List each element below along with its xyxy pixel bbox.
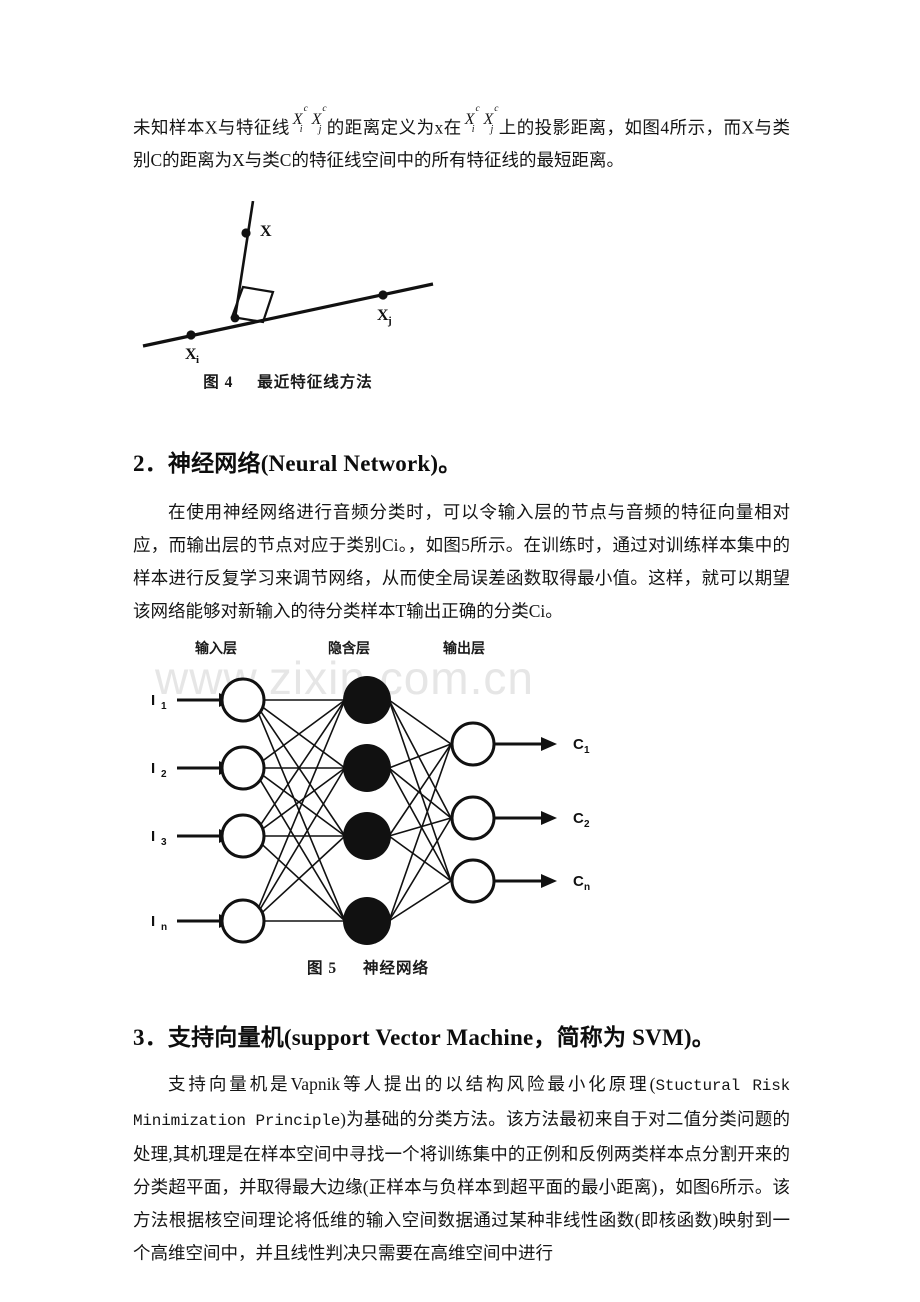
layer-label-hidden: 隐含层 <box>328 640 370 656</box>
output-node-1 <box>450 721 496 767</box>
formula-2-sub-i: i <box>471 123 475 135</box>
layer-label-input: 输入层 <box>195 640 237 656</box>
right-angle-marker <box>230 286 275 324</box>
input-layer-nodes <box>220 677 266 944</box>
formula-1-base-i: X <box>292 111 303 129</box>
output-node-sub-1: 1 <box>584 745 590 756</box>
paragraph-3-segment-1: 支持向量机是Vapnik等人提出的以结构风险最小化原理( <box>168 1074 656 1095</box>
formula-2-sup-i: c <box>475 104 480 114</box>
input-node-2 <box>220 745 266 791</box>
paragraph-3-segment-2: )为基础的分类方法。该方法最初来自于对二值分类问题的处理,其机理是在样本空间中寻… <box>133 1109 791 1264</box>
point-xj-dot <box>378 290 388 300</box>
input-node-3 <box>220 813 266 859</box>
figure-5-caption: 图 5 神经网络 <box>133 956 603 978</box>
output-node-sub-2: 2 <box>584 819 590 830</box>
figure-4-caption-title: 最近特征线方法 <box>257 374 373 392</box>
hidden-node-4 <box>343 897 391 946</box>
formula-2-sup-j: c <box>494 104 499 114</box>
figure-4-nearest-feature-line: X X i X j 图 4 最近特征线方法 <box>133 201 790 392</box>
input-arrows: I 1 I 2 I 3 I n <box>151 692 233 933</box>
paragraph-1-segment-1: 未知样本X与特征线 <box>133 117 290 138</box>
formula-1-sup-i: c <box>303 104 308 114</box>
paragraph-3-mono-term: Stuctural Risk Minimization Principle <box>133 1077 791 1131</box>
input-node-sub-1: 1 <box>161 701 167 712</box>
figure-5-neural-network: www.zixin.com.cn 输入层 隐含层 输出层 <box>133 638 790 978</box>
output-arrows: C 1 C 2 C n <box>495 736 590 893</box>
input-node-label-2: I <box>151 760 155 777</box>
hidden-output-connections <box>388 699 452 923</box>
input-node-sub-3: 3 <box>161 837 167 848</box>
paragraph-1-segment-2: 的距离定义为x在 <box>326 117 462 138</box>
paragraph-1-segment-3: 上的投影距离，如图4所示，而X与类别C的距离为X与类C的特征线空间中的所有特征线… <box>133 117 791 171</box>
output-node-label-3: C <box>573 873 584 890</box>
output-layer-nodes <box>450 721 496 904</box>
output-node-sub-3: n <box>584 882 590 893</box>
formula-1-sub-i: i <box>299 123 303 135</box>
input-node-4 <box>220 898 266 944</box>
point-xj-label: X <box>377 307 389 324</box>
heading-neural-network: 2．神经网络(Neural Network)。 <box>133 451 462 477</box>
formula-1-sub-j: j <box>318 123 322 135</box>
output-node-3 <box>450 858 496 904</box>
layer-label-output: 输出层 <box>443 640 485 656</box>
hidden-node-1 <box>343 676 391 725</box>
output-node-label-1: C <box>573 736 584 753</box>
output-node-label-2: C <box>573 810 584 827</box>
output-node-2 <box>450 795 496 841</box>
point-xi-label: X <box>185 346 197 363</box>
inline-formula-xi-xj-first: XciXcj <box>292 100 327 143</box>
point-xj-sub: j <box>387 315 392 327</box>
figure-5-caption-title: 神经网络 <box>362 960 429 978</box>
foot-of-perpendicular-dot <box>230 313 240 323</box>
heading-support-vector-machine: 3．支持向量机(support Vector Machine，简称为 SVM)。 <box>133 1025 715 1051</box>
formula-1-sup-j: c <box>322 104 327 114</box>
figure-4-caption: 图 4 最近特征线方法 <box>133 370 443 392</box>
formula-1-base-j: X <box>311 111 322 129</box>
input-node-label-3: I <box>151 828 155 845</box>
formula-2-sub-j: j <box>490 123 494 135</box>
input-node-1 <box>220 677 266 723</box>
hidden-node-3 <box>343 812 391 861</box>
input-node-sub-4: n <box>161 922 167 933</box>
point-x-dot <box>241 228 251 238</box>
figure-4-diagram: X X i X j <box>142 201 434 366</box>
point-xi-sub: i <box>196 354 199 366</box>
hidden-layer-nodes <box>343 676 391 946</box>
point-x-label: X <box>260 223 272 240</box>
paragraph-svm: 支持向量机是Vapnik等人提出的以结构风险最小化原理(Stuctural Ri… <box>133 1068 790 1270</box>
formula-2-base-j: X <box>483 111 494 129</box>
point-xi-dot <box>186 330 196 340</box>
input-node-sub-2: 2 <box>161 769 167 780</box>
input-node-label-1: I <box>151 692 155 709</box>
inline-formula-xi-xj-second: XciXcj <box>464 100 499 143</box>
figure-4-caption-number: 图 4 <box>203 374 234 392</box>
hidden-node-2 <box>343 744 391 793</box>
figure-5-caption-number: 图 5 <box>307 960 338 978</box>
figure-5-diagram: www.zixin.com.cn 输入层 隐含层 输出层 <box>151 640 590 946</box>
input-hidden-connections <box>252 699 346 923</box>
paragraph-neural-network: 在使用神经网络进行音频分类时，可以令输入层的节点与音频的特征向量相对应，而输出层… <box>133 502 790 622</box>
formula-2-base-i: X <box>464 111 475 129</box>
input-node-label-4: I <box>151 913 155 930</box>
